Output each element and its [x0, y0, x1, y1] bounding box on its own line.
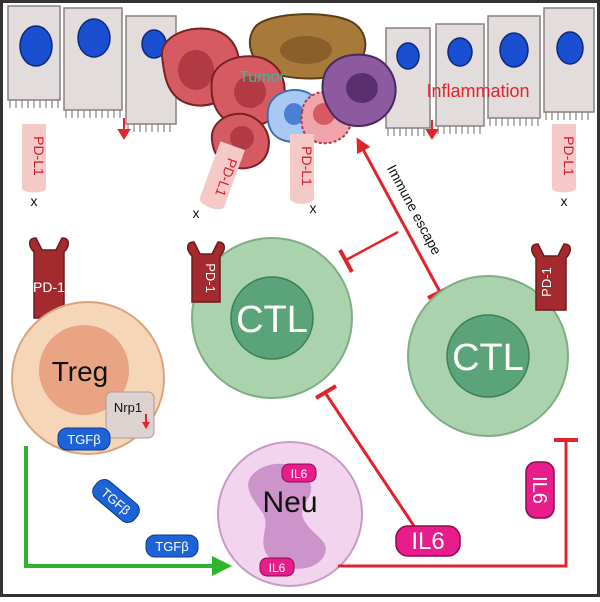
- il6-label-neu-bottom: IL6: [269, 561, 286, 575]
- tgfb-label-arrow: TGFβ: [155, 539, 188, 554]
- microvilli: [9, 100, 589, 136]
- il6-inhibit-line-ctl-left: [324, 393, 416, 527]
- pd1-receptor-ctl-right: PD-1: [531, 243, 571, 311]
- tgfb-label-treg: TGFβ: [67, 432, 100, 447]
- pdl1-label-right: PD-L1: [561, 136, 577, 176]
- ctl-label-right: CTL: [452, 337, 524, 379]
- pdl1-label-left: PD-L1: [31, 136, 47, 176]
- x-mark-mid1: x: [193, 205, 200, 221]
- il6-inhibit-bar-ctl-left: [314, 384, 338, 400]
- pdl1-protein-mid2: PD-L1: [290, 134, 315, 204]
- pd1-receptor-ctl-left: PD-1: [187, 241, 225, 303]
- inflammation-label: Inflammation: [426, 81, 529, 101]
- il6-label-vertical: IL6: [528, 476, 550, 504]
- pd1-label-treg: PD-1: [33, 279, 65, 295]
- ctl-label-left: CTL: [236, 299, 308, 341]
- pdl1-label-mid2: PD-L1: [299, 146, 315, 186]
- inhibit-line-ctl-left: [345, 230, 399, 262]
- treg-cell: Treg Nrp1: [11, 301, 165, 455]
- il6-inhibit-line-ctl-right: [338, 440, 568, 568]
- pd1-label-ctl-right: PD-1: [539, 267, 554, 297]
- il6-badge-large: IL6: [395, 525, 461, 557]
- tgfb-arrow-to-neu: [24, 446, 232, 576]
- pd1-label-ctl-left: PD-1: [203, 263, 218, 293]
- x-mark-right: x: [561, 193, 568, 209]
- tumor-label: Tumor: [239, 69, 285, 86]
- epithelial-nuclei: [19, 18, 584, 70]
- treg-label: Treg: [52, 356, 109, 387]
- nrp1-receptor: [105, 391, 155, 439]
- pd1-receptor-treg: PD-1: [29, 237, 69, 319]
- down-arrows: [117, 118, 439, 140]
- neu-label: Neu: [262, 486, 317, 519]
- inhibit-bar-ctl-left: [338, 249, 354, 273]
- il6-label-neu-top: IL6: [291, 467, 308, 481]
- ctl-cell-left: CTL: [191, 237, 353, 399]
- pdl1-protein-right: PD-L1 x: [552, 124, 577, 209]
- pdl1-protein-left: PD-L1 x: [22, 124, 47, 209]
- tgfb-badge-treg: TGFβ: [57, 427, 111, 451]
- il6-label-large: IL6: [411, 528, 444, 555]
- x-mark-left: x: [31, 193, 38, 209]
- ctl-cell-right: CTL: [407, 275, 569, 437]
- x-mark-mid2: x: [310, 200, 317, 216]
- immune-escape-arrow: [356, 137, 442, 293]
- neutrophil-cell: Neu IL6 IL6: [217, 441, 363, 587]
- il6-badge-vertical: IL6: [525, 461, 555, 519]
- nrp1-label: Nrp1: [114, 400, 142, 415]
- tumor-cluster: [160, 13, 397, 170]
- nrp1-down-arrow: [142, 422, 150, 429]
- tgfb-badge-arrow: TGFβ: [145, 534, 199, 558]
